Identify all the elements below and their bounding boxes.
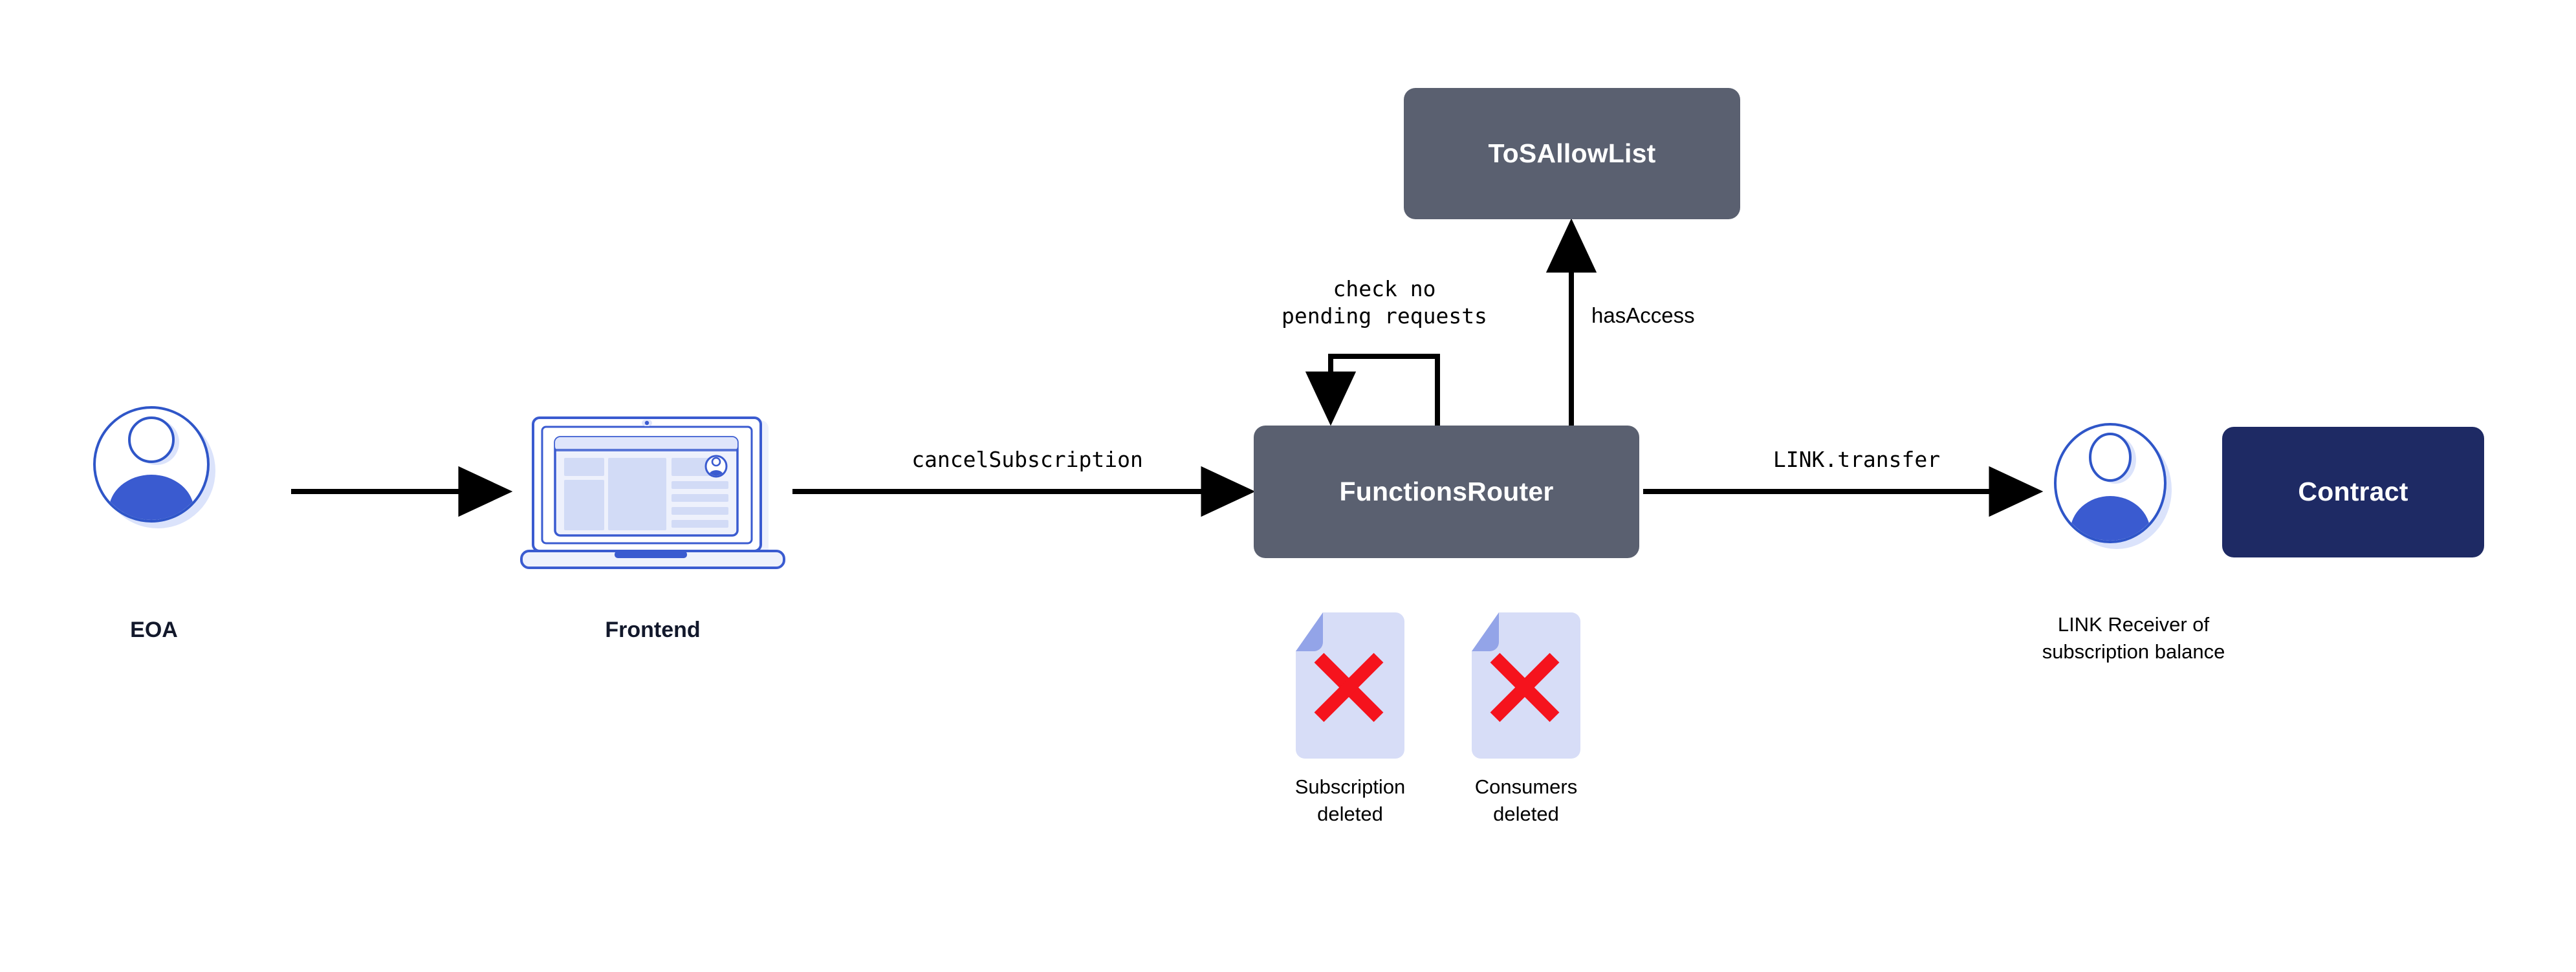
check-no-line1: check no — [1333, 276, 1436, 301]
subscription-deleted-caption: Subscription deleted — [1253, 773, 1447, 828]
subscription-deleted-line2: deleted — [1317, 802, 1383, 825]
arrow-functionsrouter-self-loop — [1305, 354, 1440, 426]
contract-node[interactable]: Contract — [2222, 427, 2484, 557]
frontend-label: Frontend — [605, 618, 701, 642]
consumers-deleted-line2: deleted — [1493, 802, 1559, 825]
link-receiver-line2: subscription balance — [2042, 640, 2225, 663]
eoa-label: EOA — [130, 618, 178, 642]
consumers-deleted-caption: Consumers deleted — [1429, 773, 1623, 828]
tosallowlist-label: ToSAllowList — [1488, 138, 1656, 168]
link-receiver-line1: LINK Receiver of — [2057, 613, 2210, 636]
edge-label-has-access: hasAccess — [1591, 303, 1695, 327]
edge-label-cancel-subscription: cancelSubscription — [911, 447, 1143, 472]
consumers-deleted-document-icon — [1472, 612, 1580, 759]
tosallowlist-node[interactable]: ToSAllowList — [1404, 88, 1740, 219]
subscription-deleted-line1: Subscription — [1294, 775, 1406, 798]
functionsrouter-node[interactable]: FunctionsRouter — [1254, 426, 1639, 558]
edge-label-link-transfer: LINK.transfer — [1773, 447, 1941, 472]
check-no-line2: pending requests — [1282, 303, 1487, 329]
functionsrouter-label: FunctionsRouter — [1339, 476, 1554, 506]
link-receiver-avatar-icon — [2054, 423, 2172, 549]
link-receiver-caption: LINK Receiver of subscription balance — [1998, 611, 2269, 665]
consumers-deleted-line1: Consumers — [1474, 775, 1578, 798]
subscription-deleted-document-icon — [1296, 612, 1404, 759]
eoa-avatar-icon — [93, 406, 215, 528]
contract-label: Contract — [2298, 477, 2408, 507]
frontend-laptop-icon — [520, 416, 785, 569]
